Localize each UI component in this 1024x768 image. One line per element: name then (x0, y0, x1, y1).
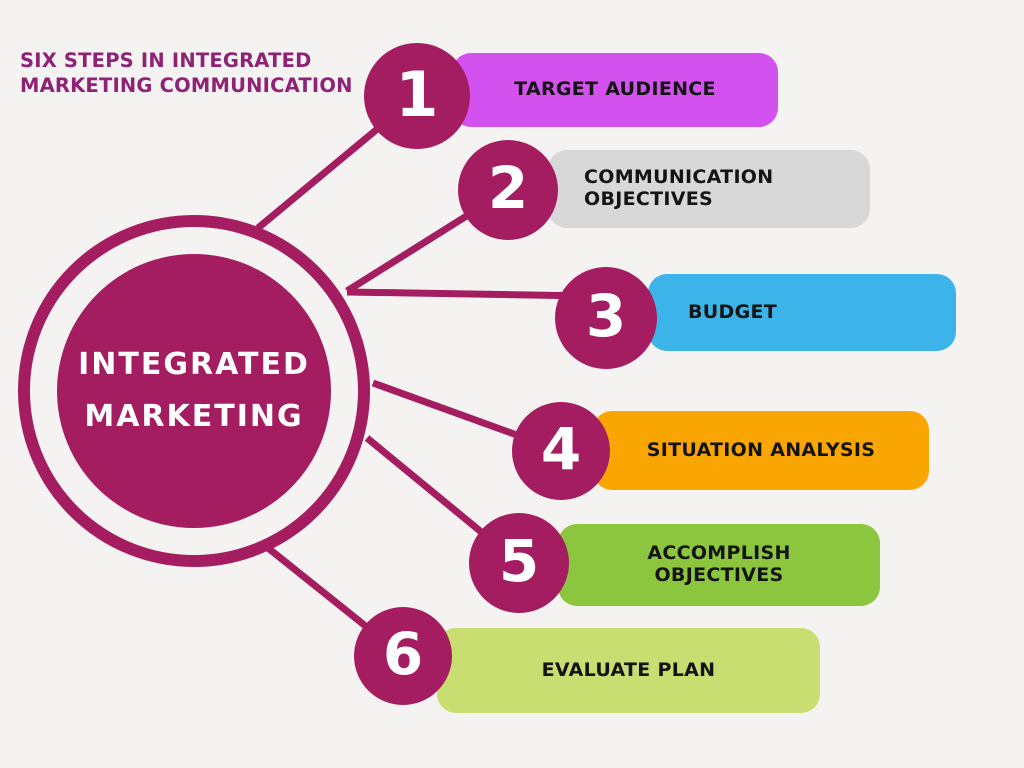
step-label: BUDGET (688, 300, 778, 323)
step-label: TARGET AUDIENCE (514, 78, 716, 101)
step-pill-communication-objectives: COMMUNICATION OBJECTIVES (548, 150, 870, 228)
center-ring (18, 215, 370, 567)
step-number: 1 (395, 57, 439, 131)
center-circle: INTEGRATED MARKETING (57, 254, 331, 528)
step-pill-target-audience: TARGET AUDIENCE (452, 53, 778, 127)
step-label: ACCOMPLISH OBJECTIVES (647, 542, 791, 586)
step-number: 2 (487, 154, 529, 222)
step-number-badge-1: 1 (364, 43, 470, 149)
connector-line-3 (346, 288, 591, 300)
step-number: 4 (540, 415, 582, 483)
step-number: 3 (585, 282, 627, 350)
step-number-badge-5: 5 (469, 513, 569, 613)
step-number-badge-2: 2 (458, 140, 558, 240)
page-title: SIX STEPS IN INTEGRATED MARKETING COMMUN… (20, 49, 353, 98)
step-pill-evaluate-plan: EVALUATE PLAN (437, 628, 820, 713)
step-number: 5 (498, 527, 540, 595)
step-number-badge-3: 3 (555, 267, 657, 369)
step-pill-budget: BUDGET (648, 274, 956, 351)
step-label: EVALUATE PLAN (541, 658, 716, 681)
step-label: COMMUNICATION OBJECTIVES (584, 166, 774, 210)
step-number: 6 (382, 620, 424, 688)
step-number-badge-6: 6 (354, 607, 452, 705)
step-pill-accomplish-objectives: ACCOMPLISH OBJECTIVES (558, 524, 880, 606)
step-number-badge-4: 4 (512, 402, 610, 500)
step-pill-situation-analysis: SITUATION ANALYSIS (593, 411, 929, 490)
center-circle-label: INTEGRATED MARKETING (78, 347, 310, 434)
step-label: SITUATION ANALYSIS (646, 438, 876, 461)
